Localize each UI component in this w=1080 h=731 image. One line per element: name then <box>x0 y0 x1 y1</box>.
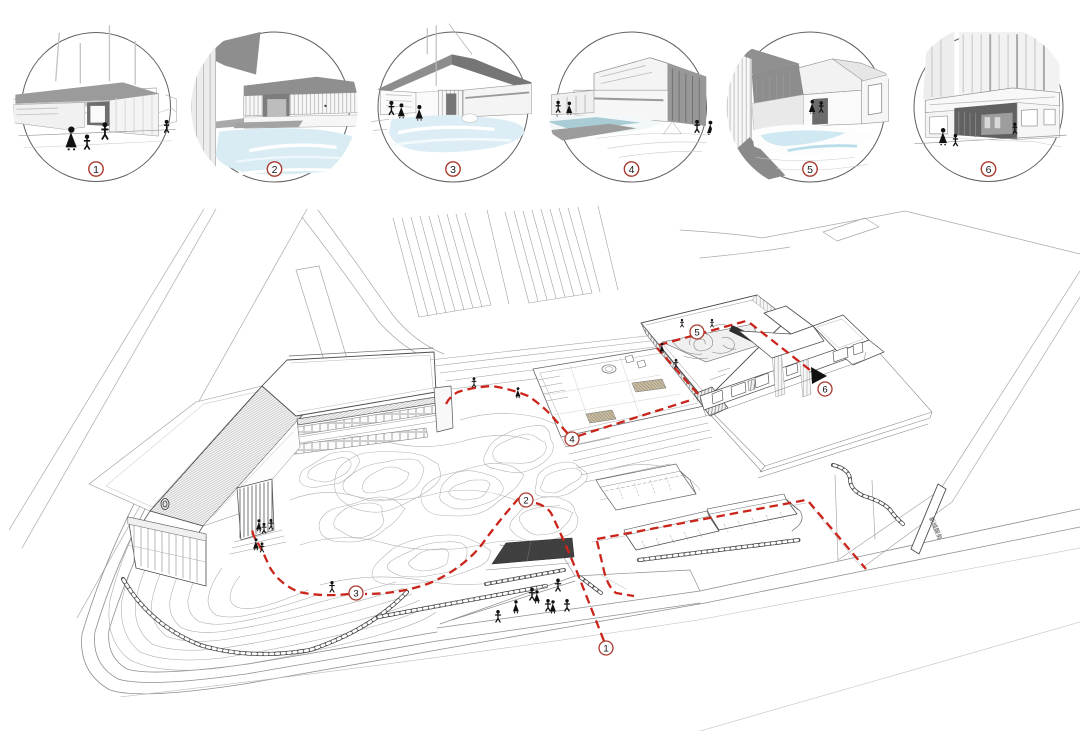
svg-text:3: 3 <box>450 164 456 176</box>
svg-text:2: 2 <box>272 164 278 176</box>
svg-text:6: 6 <box>986 164 992 176</box>
svg-text:2: 2 <box>523 496 528 507</box>
svg-text:5: 5 <box>694 328 699 339</box>
svg-text:4: 4 <box>569 435 574 446</box>
svg-text:1: 1 <box>93 164 99 176</box>
svg-text:5: 5 <box>807 164 813 176</box>
svg-text:6: 6 <box>822 385 827 396</box>
svg-text:1: 1 <box>603 644 608 655</box>
svg-text:3: 3 <box>353 589 358 600</box>
svg-text:4: 4 <box>629 164 635 176</box>
